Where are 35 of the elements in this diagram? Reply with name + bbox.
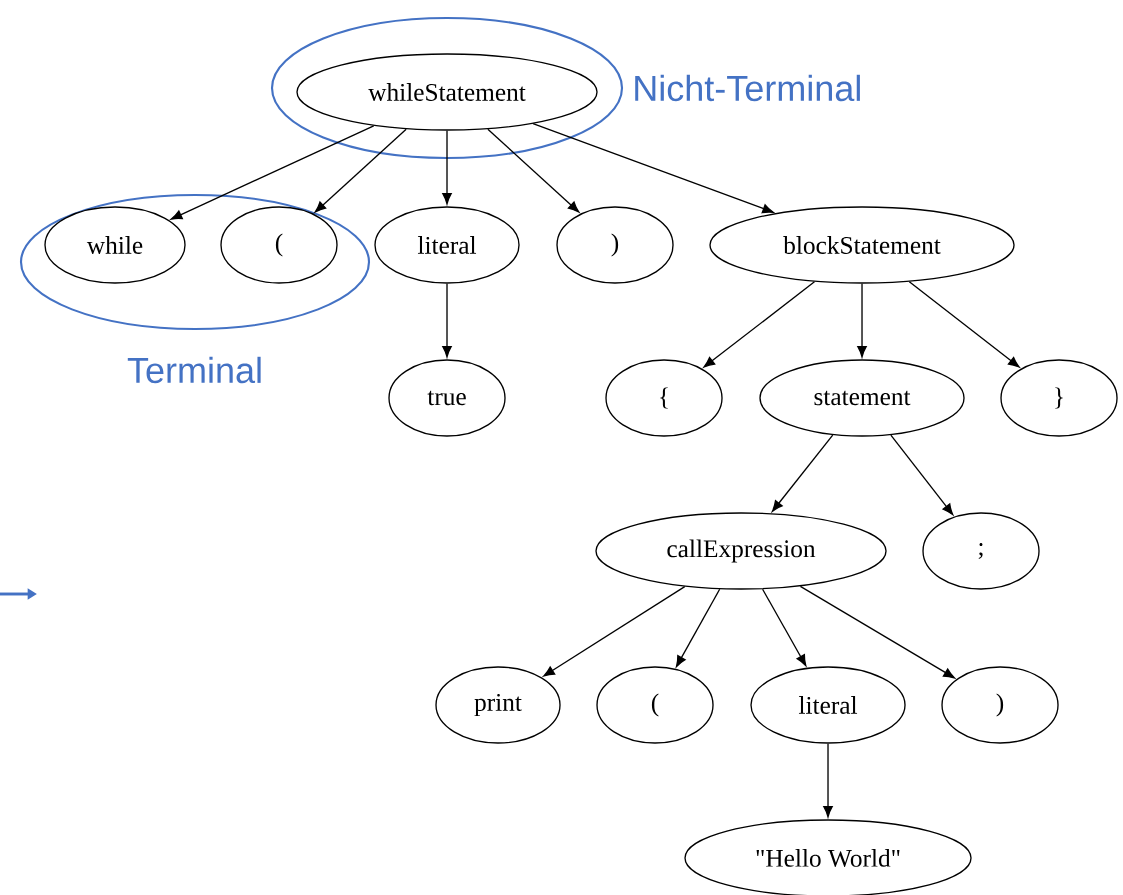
tree-node: ) (941, 666, 1059, 744)
arrow (543, 586, 686, 677)
tree-node: literal (374, 206, 520, 284)
tree-node: statement (759, 359, 965, 437)
arrow (857, 283, 867, 358)
tree-node: callExpression (595, 512, 887, 590)
tree-node: literal (750, 666, 906, 744)
tree-node: true (388, 359, 506, 437)
arrow (823, 743, 833, 818)
arrow (532, 123, 774, 214)
arrow (170, 125, 375, 220)
arrow (314, 128, 407, 213)
arrow (761, 588, 807, 667)
tree-node: blockStatement (709, 206, 1015, 284)
tree-node: { (605, 359, 723, 437)
arrow (890, 434, 954, 516)
arrow (675, 588, 721, 668)
category-label: Nicht-Terminal (635, 74, 860, 102)
arrow (799, 585, 955, 679)
tree-node: "Hello World" (684, 819, 972, 895)
arrow (442, 283, 452, 358)
tree-node: while (44, 206, 186, 284)
tree-node: print (435, 666, 561, 744)
tree-node: ( (596, 666, 714, 744)
arrow (771, 434, 834, 512)
tree-node: ; (922, 512, 1040, 590)
tree-node: whileStatement (296, 53, 598, 131)
tree-node: ( (220, 206, 338, 284)
arrow (703, 281, 816, 368)
tree-node: } (1000, 359, 1118, 437)
category-label: Terminal (127, 356, 261, 384)
arrow (442, 130, 452, 205)
arrow (908, 281, 1020, 368)
arrow (487, 128, 580, 213)
tree-node: ) (556, 206, 674, 284)
